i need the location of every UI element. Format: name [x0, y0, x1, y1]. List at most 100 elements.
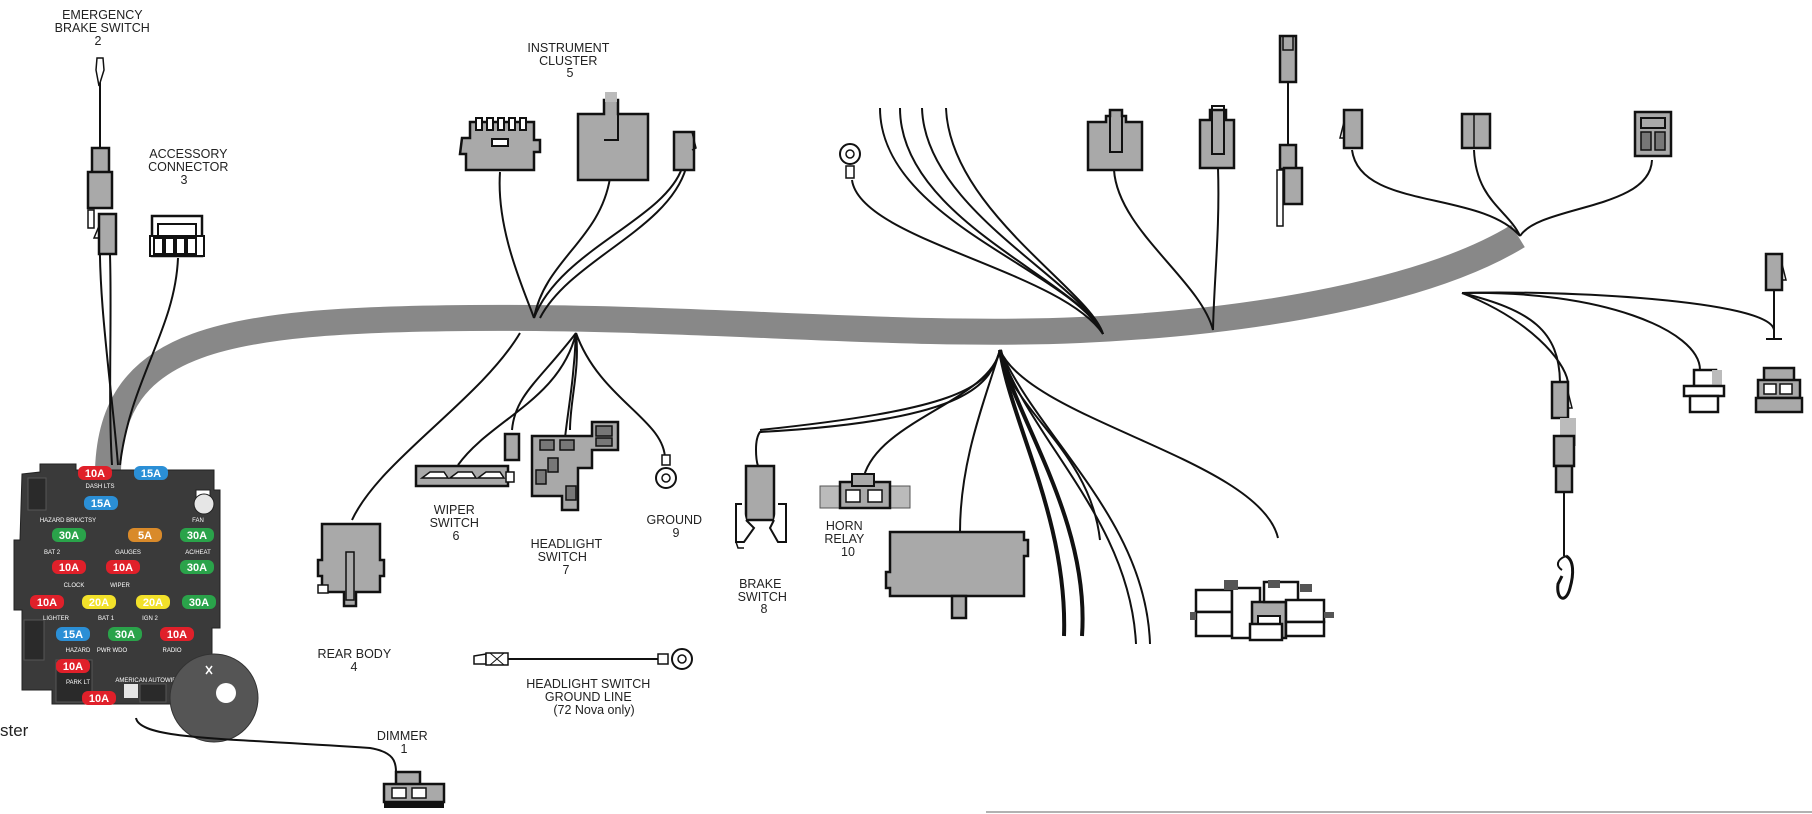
wire-tr-1 [1351, 149, 1521, 237]
fuse-tag: WIPER [110, 583, 130, 589]
fuse-11: 20A [82, 595, 116, 609]
wire-brake-2 [759, 349, 1001, 431]
fuse-label: 10A [59, 562, 79, 574]
fuse-tag: LIGHTER [43, 616, 70, 622]
wire-tr-3 [1519, 159, 1653, 237]
fuse-13: 30A [182, 595, 216, 609]
top-inline-connector [1276, 34, 1304, 227]
fuse-tag: HAZARD BRK/CTSY [40, 518, 96, 524]
wire-wiper-2 [511, 332, 577, 431]
fuse-label: 10A [89, 693, 109, 705]
wire-right-2 [1461, 291, 1701, 371]
fuse-label: 30A [189, 597, 209, 609]
label-headlight-ground: HEADLIGHT SWITCH GROUND LINE (72 Nova on… [526, 677, 654, 717]
fuse-tag: DASH LTS [86, 484, 115, 490]
wire-mid-down [999, 349, 1101, 541]
label-accessory: ACCESSORY CONNECTOR 3 [148, 147, 232, 187]
fuse-block: 10A 15A 15A 30A 5A 30A 10A 10A 30A 10A 20A 20A 30A 15… [13, 463, 221, 705]
label-wiper: WIPER SWITCH 6 [430, 503, 483, 543]
rear-body-connector [316, 522, 386, 608]
label-instrument-cluster: INSTRUMENT CLUSTER 5 [527, 41, 612, 80]
fuse-tag: PWR WDO [97, 648, 128, 654]
fuse-tag: IGN 2 [142, 616, 158, 622]
wire-right-4 [1461, 292, 1569, 383]
wire-rear-body [351, 332, 521, 521]
right-plug-a [1682, 368, 1726, 414]
label-brake: BRAKE SWITCH 8 [738, 577, 791, 616]
top-right-plug-2 [1460, 112, 1492, 150]
label-ground: GROUND 9 [646, 513, 705, 540]
top-right-plug-1 [1339, 108, 1364, 150]
wiper-extra-plug [503, 432, 521, 462]
wire-ebrake-2 [109, 254, 113, 466]
wire-center-ring [851, 179, 1104, 335]
wire-thick-1 [998, 349, 1067, 637]
fuse-label: 30A [59, 530, 79, 542]
fuse-6: 30A [180, 528, 214, 542]
fuse-label: 30A [187, 562, 207, 574]
fuse-tag: AMERICAN AUTOWIRE [115, 678, 180, 684]
right-plug-b [1754, 366, 1804, 414]
fuse-4: 30A [52, 528, 86, 542]
wire-thick-2 [998, 349, 1085, 637]
wire-center-4 [945, 107, 1104, 335]
fuse-label: 30A [115, 629, 135, 641]
fuse-10: 10A [30, 595, 64, 609]
wire-center-3 [921, 107, 1104, 335]
accessory-connector [149, 214, 205, 258]
flasher-unit [169, 653, 259, 743]
label-rear-body: REAR BODY 4 [318, 647, 395, 674]
fuse-label: 20A [143, 597, 163, 609]
right-plug-vertical [1764, 252, 1787, 340]
wire-junction [999, 349, 1279, 539]
wire-tr-2 [1473, 149, 1521, 237]
label-headlight: HEADLIGHT SWITCH 7 [531, 537, 606, 577]
wire-headlight [564, 332, 577, 439]
fuse-2: 15A [134, 466, 168, 480]
fuse-label: 15A [63, 629, 83, 641]
fuse-label: 10A [37, 597, 57, 609]
fuse-15: 30A [108, 627, 142, 641]
fuse-8: 10A [106, 560, 140, 574]
wire-brake [755, 349, 1001, 467]
instrument-cluster-connector-a [458, 117, 542, 172]
headlight-switch-connector [530, 420, 620, 512]
fuses: 10A 15A 15A 30A 5A 30A 10A 10A 30A 10A 20A 20A 30A 15… [30, 466, 216, 705]
junction-block [1190, 580, 1334, 642]
right-hook-plug [1550, 380, 1576, 600]
bulkhead-connector [884, 530, 1030, 620]
headlight-ground-line [473, 648, 693, 670]
wire-center-1 [879, 107, 1104, 335]
fuse-label: 5A [138, 530, 152, 542]
fuse-tag: RADIO [162, 648, 181, 654]
wire-ground-2 [569, 332, 578, 431]
wire-top-plug-b [1212, 167, 1220, 331]
wire-top-plug-a [1113, 169, 1214, 331]
wire-big-conn [959, 349, 1001, 533]
fuse-label: 10A [85, 468, 105, 480]
fuse-3: 15A [84, 496, 118, 510]
fuse-tag: HAZARD [66, 648, 91, 654]
fuse-tag: BAT 1 [98, 616, 115, 622]
fuse-label: 15A [91, 498, 111, 510]
wire-wiper [457, 332, 577, 466]
fuse-tag: BAT 2 [44, 550, 61, 556]
wire-ic-1 [498, 171, 535, 319]
ground-ring-terminal [655, 454, 677, 489]
top-right-plug-3 [1633, 110, 1673, 158]
fuse-tag: FAN [192, 518, 204, 524]
wire-accessory [119, 257, 179, 466]
label-side-cluster: ster [0, 721, 29, 740]
fuse-tag: GAUGES [115, 550, 141, 556]
wire-ebrake-down [98, 229, 119, 466]
wire-ground [575, 332, 667, 461]
instrument-cluster-connector-c [672, 130, 697, 172]
top-plug-b [1198, 105, 1236, 170]
wire-ic-3 [533, 167, 683, 319]
center-ring-terminal [839, 143, 861, 179]
fuse-tag: PARK LT [66, 680, 90, 686]
wiper-switch-connector [414, 464, 515, 488]
fuse-14: 15A [56, 627, 90, 641]
wire-ic-4 [539, 167, 687, 319]
